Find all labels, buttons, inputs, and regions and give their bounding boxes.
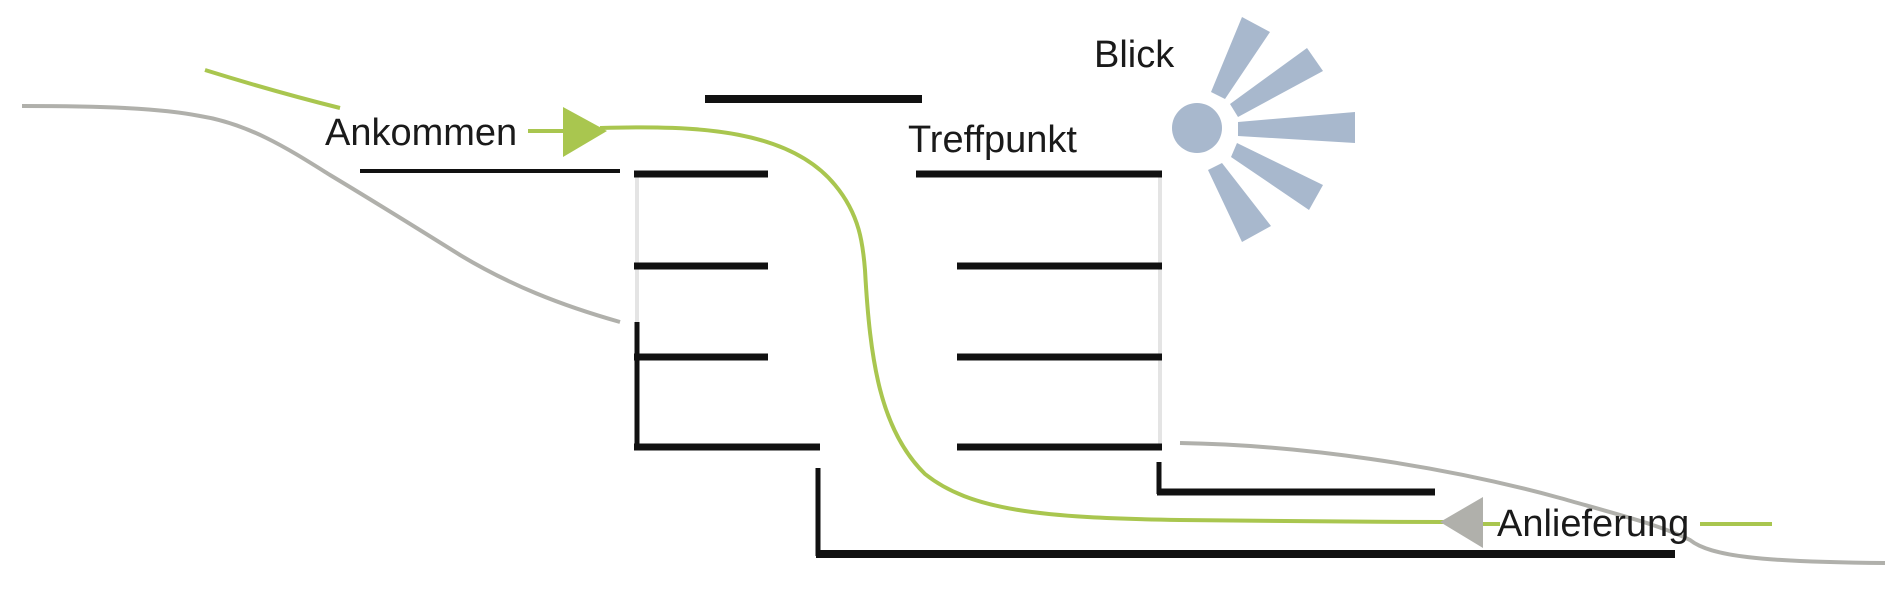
label-anlieferung: Anlieferung bbox=[1497, 503, 1689, 545]
label-treffpunkt: Treffpunkt bbox=[908, 119, 1077, 161]
arrow-right-icon bbox=[563, 107, 607, 157]
sun-disc bbox=[1172, 103, 1222, 153]
terrain-line-right bbox=[1179, 441, 1886, 565]
sun-ray-3 bbox=[1238, 112, 1355, 143]
sun-ray-1 bbox=[1211, 17, 1270, 99]
sun-ray-4 bbox=[1231, 143, 1323, 210]
building-structure bbox=[360, 95, 1675, 558]
path-main-curve bbox=[599, 125, 1446, 524]
label-ankommen: Ankommen bbox=[325, 112, 517, 154]
label-blick: Blick bbox=[1094, 34, 1175, 76]
terrain-line-left bbox=[21, 104, 621, 324]
arrow-left-icon bbox=[1440, 497, 1483, 548]
sun-ray-5 bbox=[1208, 163, 1271, 242]
sun-ray-2 bbox=[1230, 48, 1323, 117]
path-approach-line bbox=[204, 68, 341, 110]
sun-icon bbox=[1172, 17, 1355, 242]
